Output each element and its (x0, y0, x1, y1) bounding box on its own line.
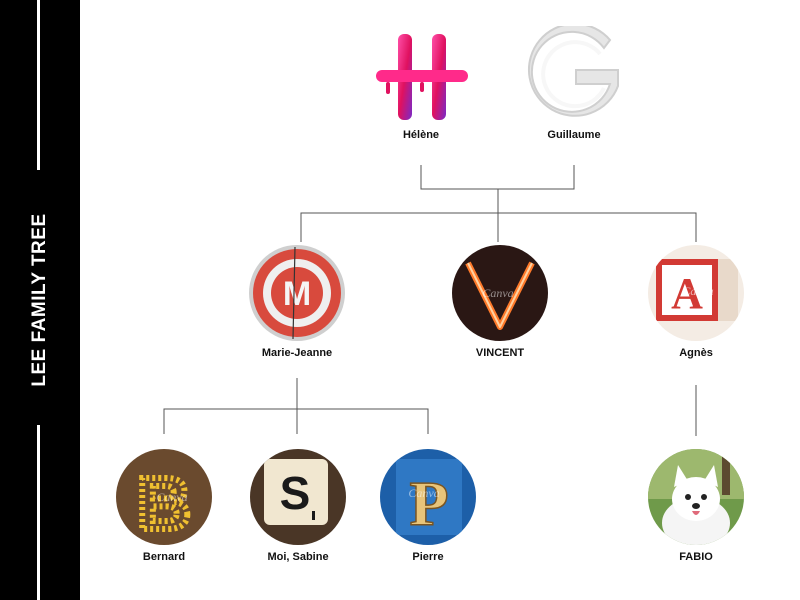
bernard-photo: B Canva (116, 449, 212, 545)
guillaume-name: Guillaume (547, 129, 601, 141)
sabine-photo: S (250, 449, 346, 545)
fabio-photo (648, 449, 744, 545)
sidebar-top-line (37, 0, 40, 170)
pierre-letter: P (409, 468, 448, 539)
pierre-name: Pierre (412, 551, 444, 563)
helene-letter-image (372, 30, 468, 126)
sabine-letter: S (280, 467, 311, 519)
sabine-name: Moi, Sabine (267, 551, 329, 563)
fabio-name: FABIO (679, 551, 713, 563)
vincent-photo: Canva (452, 245, 548, 341)
marie-jeanne-letter: M (283, 275, 311, 313)
bernard-letter: B (137, 462, 190, 545)
helene-name: Hélène (402, 129, 440, 141)
agnes-watermark: Canva (682, 284, 713, 298)
marie-jeanne-photo: M (249, 245, 345, 341)
sidebar: LEE FAMILY TREE (0, 0, 80, 600)
guillaume-letter-image (526, 26, 622, 122)
agnes-photo: A Canva (648, 245, 744, 341)
pierre-photo: P Canva (380, 449, 476, 545)
agnes-name: Agnès (679, 347, 713, 359)
vincent-watermark: Canva (482, 286, 513, 300)
bernard-name: Bernard (142, 551, 186, 563)
sidebar-bottom-line (37, 425, 40, 600)
marie-jeanne-name: Marie-Jeanne (261, 347, 333, 359)
parents-connector (420, 165, 575, 190)
vincent-name: VINCENT (475, 347, 525, 359)
bernard-watermark: Canva (156, 490, 187, 504)
grandchildren-connector (163, 408, 429, 434)
pierre-watermark: Canva (408, 486, 439, 500)
agnes-letter: A (671, 269, 703, 318)
